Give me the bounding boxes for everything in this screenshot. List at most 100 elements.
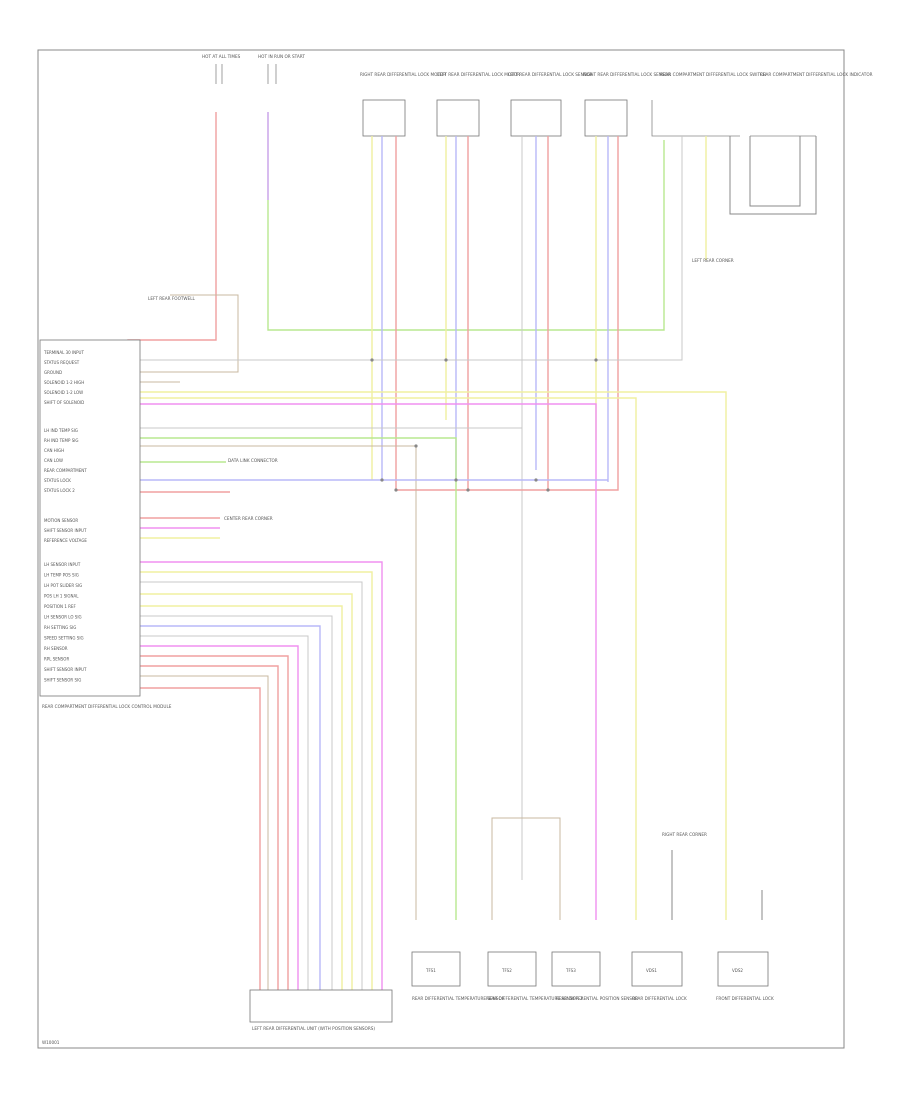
sensor-2-label: REAR DIFFERENTIAL TEMPERATURE SENSOR 2 (486, 996, 583, 1001)
ground-label-right: LEFT REAR CORNER (692, 258, 734, 263)
fuse-1-label: HOT AT ALL TIMES (202, 54, 241, 59)
motor-3: LEFT REAR DIFFERENTIAL LOCK SENSOR (508, 72, 593, 137)
ic-2-label: TFS2 (501, 968, 512, 973)
module-pin-label: SOLENOID 1-2 HIGH (44, 380, 84, 385)
sensor-3-label: REAR DIFFERENTIAL POSITION SENSOR (556, 996, 638, 1001)
motor-3-label: LEFT REAR DIFFERENTIAL LOCK SENSOR (508, 72, 593, 77)
module-pin-label: SHIFT OF SOLENOID (44, 400, 84, 405)
module-pin-label: REFERENCE VOLTAGE (44, 538, 87, 543)
ic-4-label: VDS1 (646, 968, 657, 973)
module-pin-label: LH SENSOR INPUT (44, 562, 81, 567)
motor-1-label: RIGHT REAR DIFFERENTIAL LOCK MOTOR (360, 72, 446, 77)
module-pin-label: STATUS LOCK (44, 478, 71, 483)
module-pins-lower: MOTION SENSOR SHIFT SENSOR INPUT REFERENCE… (44, 518, 87, 543)
module-pin-label: RH SENSOR (44, 646, 68, 651)
wire-b-2 (140, 571, 373, 990)
module-pin-label: LH TEMP POS SIG (44, 573, 79, 578)
sensor-tfs1: TFS1 REAR DIFFERENTIAL TEMPERATURE SENSO… (411, 951, 505, 1001)
sensor-1-label: REAR DIFFERENTIAL TEMPERATURE SENSOR (412, 996, 505, 1001)
module-pin-label: SOLENOID 1-2 LOW (44, 390, 83, 395)
motor-1: RIGHT REAR DIFFERENTIAL LOCK MOTOR (360, 72, 446, 137)
module-pin-label: LH POT SLIDER SIG (44, 583, 82, 588)
lock-switch: REAR COMPARTMENT DIFFERENTIAL LOCK SWITC… (651, 72, 766, 137)
wire-green-bus (267, 140, 665, 331)
wire-b-1 (140, 561, 383, 990)
ground-label-rr: RIGHT REAR CORNER (662, 832, 707, 837)
motor-3-body (510, 99, 562, 137)
switch-2-label: REAR COMPARTMENT DIFFERENTIAL LOCK INDIC… (760, 72, 873, 77)
diagram-frame (37, 49, 845, 1049)
motor-4-body (584, 99, 628, 137)
wire-m4-red (396, 136, 619, 491)
module-pin-label: MOTION SENSOR (44, 518, 78, 523)
module-pin-label: SPEED SETTING SIG (44, 636, 84, 641)
wire-h-green (140, 437, 457, 920)
switch-label: REAR COMPARTMENT DIFFERENTIAL LOCK SWITC… (660, 72, 766, 77)
ic-5-label: VDS2 (732, 968, 743, 973)
motor-1-body (362, 99, 406, 137)
wire-b-6 (140, 615, 333, 990)
module-pin-label: LH SENSOR LO SIG (44, 615, 82, 620)
wire-switch-gray (140, 136, 683, 361)
module-pin-label: RH SETTING SIG (44, 625, 76, 630)
module-pin-label: SHIFT SENSOR INPUT (44, 667, 87, 672)
module-pin-label: CAN HIGH (44, 448, 64, 453)
ground-label-left: LEFT REAR FOOTWELL (148, 296, 196, 301)
wire-b-12 (140, 675, 269, 990)
wire-b-9 (140, 645, 299, 990)
footer-id: W10001 (42, 1040, 60, 1045)
wire-b-10 (140, 655, 289, 990)
differential-unit-label: LEFT REAR DIFFERENTIAL UNIT (WITH POSITI… (252, 1026, 375, 1031)
wire-tan-ground (140, 294, 239, 373)
motor-2-label: LEFT REAR DIFFERENTIAL LOCK MOTOR (437, 72, 520, 77)
module-pin-label: SHIFT SENSOR SIG (44, 678, 81, 683)
wire-b-5 (140, 605, 343, 990)
wire-b-7 (140, 625, 321, 990)
differential-unit (249, 989, 393, 1023)
motor-2-body (436, 99, 480, 137)
sensor-vds2: VDS2 FRONT DIFFERENTIAL LOCK (716, 951, 774, 1001)
module-pin-label: TERMINAL 30 INPUT (43, 350, 84, 355)
sensor-4-label: REAR DIFFERENTIAL LOCK (632, 996, 687, 1001)
module-pin-label: REAR COMPARTMENT (44, 468, 87, 473)
fuse-block-1: HOT AT ALL TIMES (202, 54, 241, 84)
sensor-tfs3: TFS3 REAR DIFFERENTIAL POSITION SENSOR (551, 951, 638, 1001)
module-pin-label: SHIFT SENSOR INPUT (44, 528, 87, 533)
wire-b-8 (140, 635, 309, 990)
module-pin-label: STATUS LOCK 2 (44, 488, 75, 493)
wire-b-13 (140, 687, 261, 990)
module-pin-label: CAN LOW (44, 458, 63, 463)
module-pin-label: LH IND TEMP SIG (44, 428, 78, 433)
wire-h-magenta (140, 403, 597, 920)
wire-b-4 (140, 593, 353, 990)
wire-h-yellow-2 (140, 397, 637, 920)
module-pin-label: POSITION 1 REF (44, 604, 76, 609)
data-link-label: DATA LINK CONNECTOR (228, 458, 278, 463)
module-pins-top: TERMINAL 30 INPUT STATUS REQUEST GROUND SOL… (43, 350, 84, 405)
sensor-vds1: VDS1 REAR DIFFERENTIAL LOCK (631, 951, 687, 1001)
module-pin-label: GROUND (44, 370, 62, 375)
ic-3-label: TFS3 (565, 968, 576, 973)
wire-indicator-loop (729, 136, 817, 215)
module-pins-mid: LH IND TEMP SIG RH IND TEMP SIG CAN HIGH CA… (44, 428, 87, 493)
wire-h-yellow-long (140, 391, 727, 920)
lock-indicator: REAR COMPARTMENT DIFFERENTIAL LOCK INDIC… (750, 72, 873, 137)
module-pin-label: RPL SENSOR (44, 657, 69, 662)
wire-red-fuse (127, 112, 217, 350)
module-name: REAR COMPARTMENT DIFFERENTIAL LOCK CONTR… (42, 704, 172, 709)
wire-b-3 (140, 581, 363, 990)
control-module-body (39, 339, 141, 697)
fuse-2-label: HOT IN RUN OR START (258, 54, 305, 59)
module-pin-label: STATUS REQUEST (44, 360, 80, 365)
motor-4-label: RIGHT REAR DIFFERENTIAL LOCK SENSOR (583, 72, 671, 77)
ground-label-center: CENTER REAR CORNER (224, 516, 273, 521)
motor-2: LEFT REAR DIFFERENTIAL LOCK MOTOR (436, 72, 520, 137)
wire-sensor-loop (491, 817, 561, 920)
module-pin-label: RH IND TEMP SIG (44, 438, 79, 443)
motor-4: RIGHT REAR DIFFERENTIAL LOCK SENSOR (583, 72, 671, 137)
module-pin-label: POS LH 1 SIGNAL (44, 594, 79, 599)
wire-indicator-loop-2 (749, 136, 801, 207)
sensor-tfs2: TFS2 REAR DIFFERENTIAL TEMPERATURE SENSO… (486, 951, 583, 1001)
sensor-5-label: FRONT DIFFERENTIAL LOCK (716, 996, 774, 1001)
